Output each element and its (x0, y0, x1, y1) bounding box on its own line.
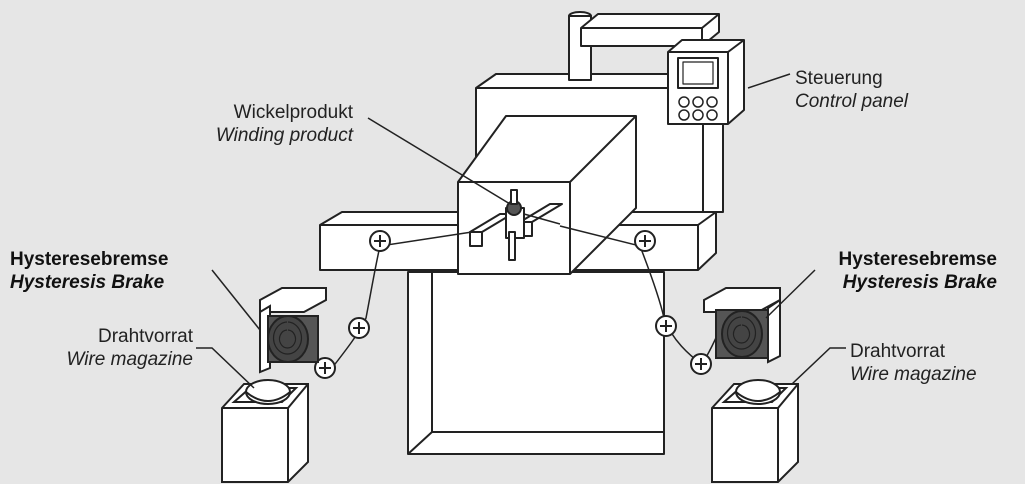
label-winding-product: Wickelprodukt Winding product (216, 101, 353, 147)
leader-lines (196, 73, 846, 389)
label-wire-left-en: Wire magazine (66, 349, 193, 370)
label-wire-left: Drahtvorrat Wire magazine (66, 325, 193, 371)
leader-brake-right (765, 269, 816, 319)
label-brake-right: Hysteresebremse Hysteresis Brake (839, 248, 997, 294)
hysteresis-brake-left (259, 287, 327, 374)
label-wire-right: Drahtvorrat Wire magazine (850, 340, 977, 386)
control-arm (568, 11, 720, 81)
hysteresis-brake-right (703, 287, 781, 364)
label-brake-left: Hysteresebremse Hysteresis Brake (10, 248, 168, 294)
label-brake-left-en: Hysteresis Brake (10, 272, 165, 293)
wire-magazine-left (221, 379, 309, 483)
leader-wire-left (196, 347, 255, 389)
label-control-panel-en: Control panel (795, 91, 909, 112)
label-winding-product-de: Wickelprodukt (233, 102, 353, 123)
leader-wire-right (791, 347, 846, 385)
pulley-right-top (634, 230, 656, 252)
leader-brake-left (211, 269, 261, 331)
label-wire-left-de: Drahtvorrat (97, 326, 193, 347)
label-wire-right-en: Wire magazine (850, 364, 977, 385)
label-brake-left-de: Hysteresebremse (10, 249, 169, 270)
label-brake-right-de: Hysteresebremse (838, 249, 997, 270)
label-wire-right-de: Drahtvorrat (850, 341, 946, 362)
pulley-right-mid (655, 315, 677, 337)
machine-base-cabinet (407, 271, 665, 455)
winding-product-spindle (469, 189, 563, 261)
label-control-panel: Steuerung Control panel (795, 67, 908, 113)
guide-pulleys (314, 230, 712, 379)
label-brake-right-en: Hysteresis Brake (842, 272, 997, 293)
pulley-right-low (690, 353, 712, 375)
leader-winding-product (367, 117, 511, 205)
label-control-panel-de: Steuerung (795, 68, 883, 89)
pulley-left-top (369, 230, 391, 252)
pulley-left-low (314, 357, 336, 379)
leader-control-panel (747, 73, 791, 89)
pulley-left-mid (348, 317, 370, 339)
label-winding-product-en: Winding product (215, 125, 353, 146)
wire-magazine-right (711, 379, 799, 483)
control-panel-device (667, 39, 745, 125)
